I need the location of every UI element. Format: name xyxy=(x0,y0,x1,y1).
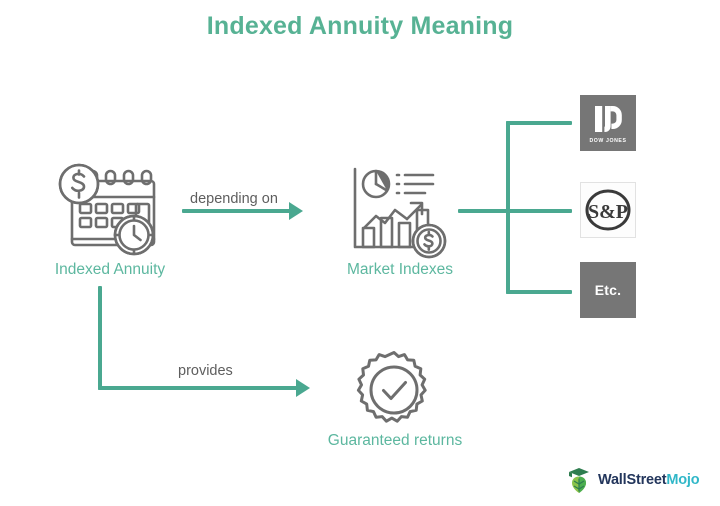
wallstreetmojo-brand[interactable]: WallStreetMojo xyxy=(566,466,700,494)
bracket-branch-dow-jones xyxy=(506,121,572,125)
node-label-guaranteed-returns: Guaranteed returns xyxy=(327,432,463,449)
page-title: Indexed Annuity Meaning xyxy=(206,12,514,40)
etc-tile-icon[interactable]: Etc. xyxy=(580,262,636,318)
brand-name-accent: Mojo xyxy=(666,472,700,488)
brand-wordmark: WallStreetMojo xyxy=(598,472,700,488)
dow-jones-caption: DOW JONES xyxy=(589,137,627,144)
svg-text:S&P: S&P xyxy=(588,201,628,223)
edge-arrowhead-provides xyxy=(296,379,310,397)
edge-label-depending-on: depending on xyxy=(190,191,278,207)
bar-chart-pie-dollar-icon xyxy=(345,165,450,265)
edge-line-provides-vertical xyxy=(98,286,102,390)
wallstreetmojo-logo-icon xyxy=(569,468,589,493)
dow-jones-logo-icon[interactable]: DOW JONES xyxy=(580,95,636,151)
node-label-market-indexes: Market Indexes xyxy=(347,261,453,278)
edge-label-provides: provides xyxy=(178,363,233,379)
sp-logo-icon[interactable]: S&P xyxy=(580,182,636,238)
bracket-feed-line xyxy=(458,209,510,213)
node-label-indexed-annuity: Indexed Annuity xyxy=(54,261,166,278)
etc-label: Etc. xyxy=(594,282,622,298)
bracket-branch-sp xyxy=(506,209,572,213)
bracket-spine xyxy=(506,121,510,294)
calendar-dollar-clock-icon xyxy=(48,163,168,263)
edge-line-provides-horizontal xyxy=(98,386,298,390)
badge-check-seal-icon xyxy=(352,348,436,437)
edge-line-depending-on xyxy=(182,209,290,213)
bracket-branch-etc xyxy=(506,290,572,294)
edge-arrowhead-depending-on xyxy=(289,202,303,220)
brand-name-primary: WallStreet xyxy=(598,472,667,488)
